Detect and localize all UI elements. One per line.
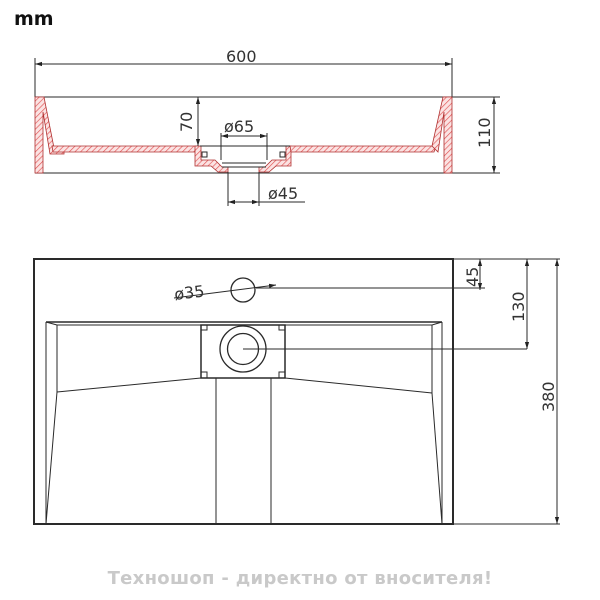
dim-o65: ø65 bbox=[224, 117, 254, 136]
dim-600: 600 bbox=[226, 47, 257, 66]
section-view bbox=[34, 58, 500, 206]
dim-o35: ø35 bbox=[173, 281, 205, 304]
tap-hole bbox=[230, 277, 256, 303]
dim-45: 45 bbox=[463, 267, 482, 287]
dim-o45: ø45 bbox=[268, 184, 298, 203]
dim-130: 130 bbox=[509, 291, 528, 322]
unit-label: mm bbox=[14, 8, 54, 30]
drain-recess bbox=[200, 324, 286, 379]
plan-view bbox=[33, 258, 560, 525]
dim-70: 70 bbox=[177, 112, 196, 132]
watermark-text: Техношоп - директно от вносителя! bbox=[107, 568, 493, 589]
dim-110: 110 bbox=[475, 117, 494, 148]
dim-380: 380 bbox=[539, 381, 558, 412]
basin-outline bbox=[33, 258, 454, 525]
